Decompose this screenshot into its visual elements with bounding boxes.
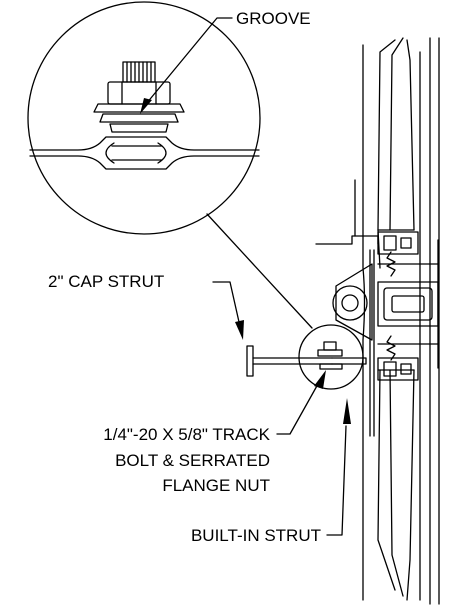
built-in-strut-label: BUILT-IN STRUT xyxy=(191,526,321,545)
small-detail-circle xyxy=(298,324,364,390)
track-bolt-leader xyxy=(276,370,326,435)
detail-circle xyxy=(27,1,261,235)
built-in-strut-leader xyxy=(326,398,351,536)
cap-strut-leader xyxy=(212,281,244,340)
built-in-strut-assembly xyxy=(315,179,439,437)
cap-strut-label: 2" CAP STRUT xyxy=(48,272,164,291)
hinge-pivot xyxy=(332,263,373,341)
track-bolt-label-line3: FLANGE NUT xyxy=(162,476,270,495)
detail-bolt xyxy=(93,61,185,133)
track-bolt-label-line1: 1/4"-20 X 5/8" TRACK xyxy=(103,425,270,444)
detail-cap-strut-flange xyxy=(29,136,260,170)
track-bolt-label-line2: BOLT & SERRATED xyxy=(115,451,270,470)
cap-strut xyxy=(246,345,367,377)
groove-label: GROOVE xyxy=(236,9,311,28)
groove-leader xyxy=(140,17,233,114)
detail-connector-line xyxy=(206,213,313,329)
